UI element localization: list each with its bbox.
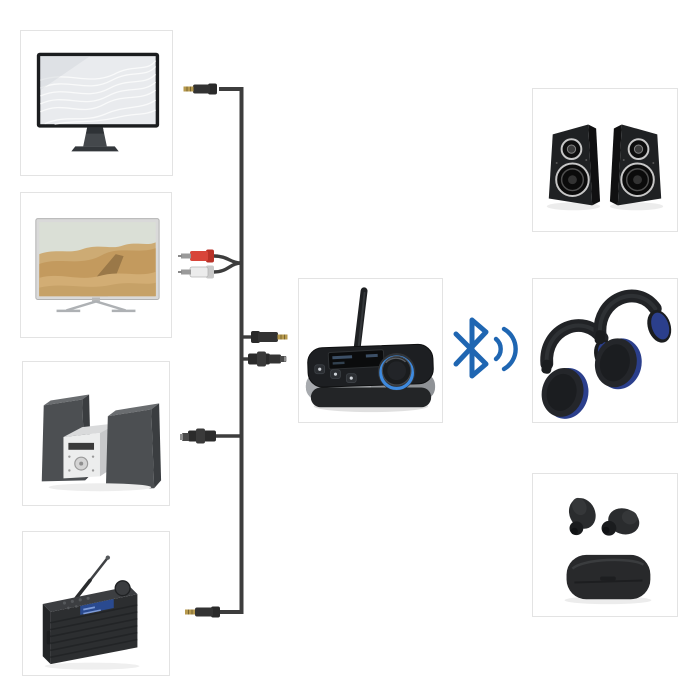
radio-buttons <box>62 596 90 610</box>
source-box-radio <box>22 531 170 676</box>
bluetooth-link <box>452 314 524 384</box>
receiver-box-earbuds <box>532 473 678 617</box>
stereo-shadow <box>48 483 152 492</box>
tv-image <box>35 218 160 313</box>
monitor-screen <box>36 52 160 128</box>
receiver-box-speakers <box>532 88 678 232</box>
right-speaker <box>609 124 662 206</box>
speakers-image <box>546 124 664 211</box>
aux-jack-hub <box>241 331 288 343</box>
hub-display <box>327 349 385 370</box>
optical-plug-stereo <box>180 428 242 444</box>
hub-box-transmitter <box>298 278 443 423</box>
tv-stand <box>56 297 136 313</box>
radio-knob <box>115 580 131 596</box>
rca-cable-tv <box>178 249 242 279</box>
monitor-image <box>36 52 160 152</box>
rca-plug-red <box>178 249 214 263</box>
hub-volume-knob <box>377 352 416 391</box>
receiver-box-headphones <box>532 278 678 423</box>
radio-shadow <box>44 662 140 670</box>
right-earbud <box>601 508 640 536</box>
hub-body <box>305 343 436 408</box>
source-box-stereo <box>22 361 170 506</box>
source-box-monitor <box>20 30 173 176</box>
bluetooth-signal-icon <box>453 317 518 379</box>
bluetooth-transmitter-image <box>305 287 436 413</box>
monitor-stand <box>71 127 119 152</box>
charging-case <box>564 554 652 605</box>
left-speaker <box>548 124 601 206</box>
left-earbud <box>568 497 596 536</box>
stereo-system-image <box>41 394 162 492</box>
aux-jack-monitor <box>183 83 217 95</box>
aux-jack-radio <box>185 606 220 618</box>
tv-screen <box>35 218 160 301</box>
hub-buttons <box>314 364 357 383</box>
radio-display <box>80 599 114 615</box>
radio-body <box>42 580 138 665</box>
rca-plug-white <box>178 265 214 279</box>
earbuds-image <box>564 497 652 605</box>
optical-plug-hub <box>241 351 287 367</box>
radio-image <box>42 555 140 670</box>
source-box-tv <box>20 192 172 338</box>
stereo-right-speaker <box>105 403 162 490</box>
cable-trunk <box>219 87 244 614</box>
headphones-image <box>533 279 677 422</box>
